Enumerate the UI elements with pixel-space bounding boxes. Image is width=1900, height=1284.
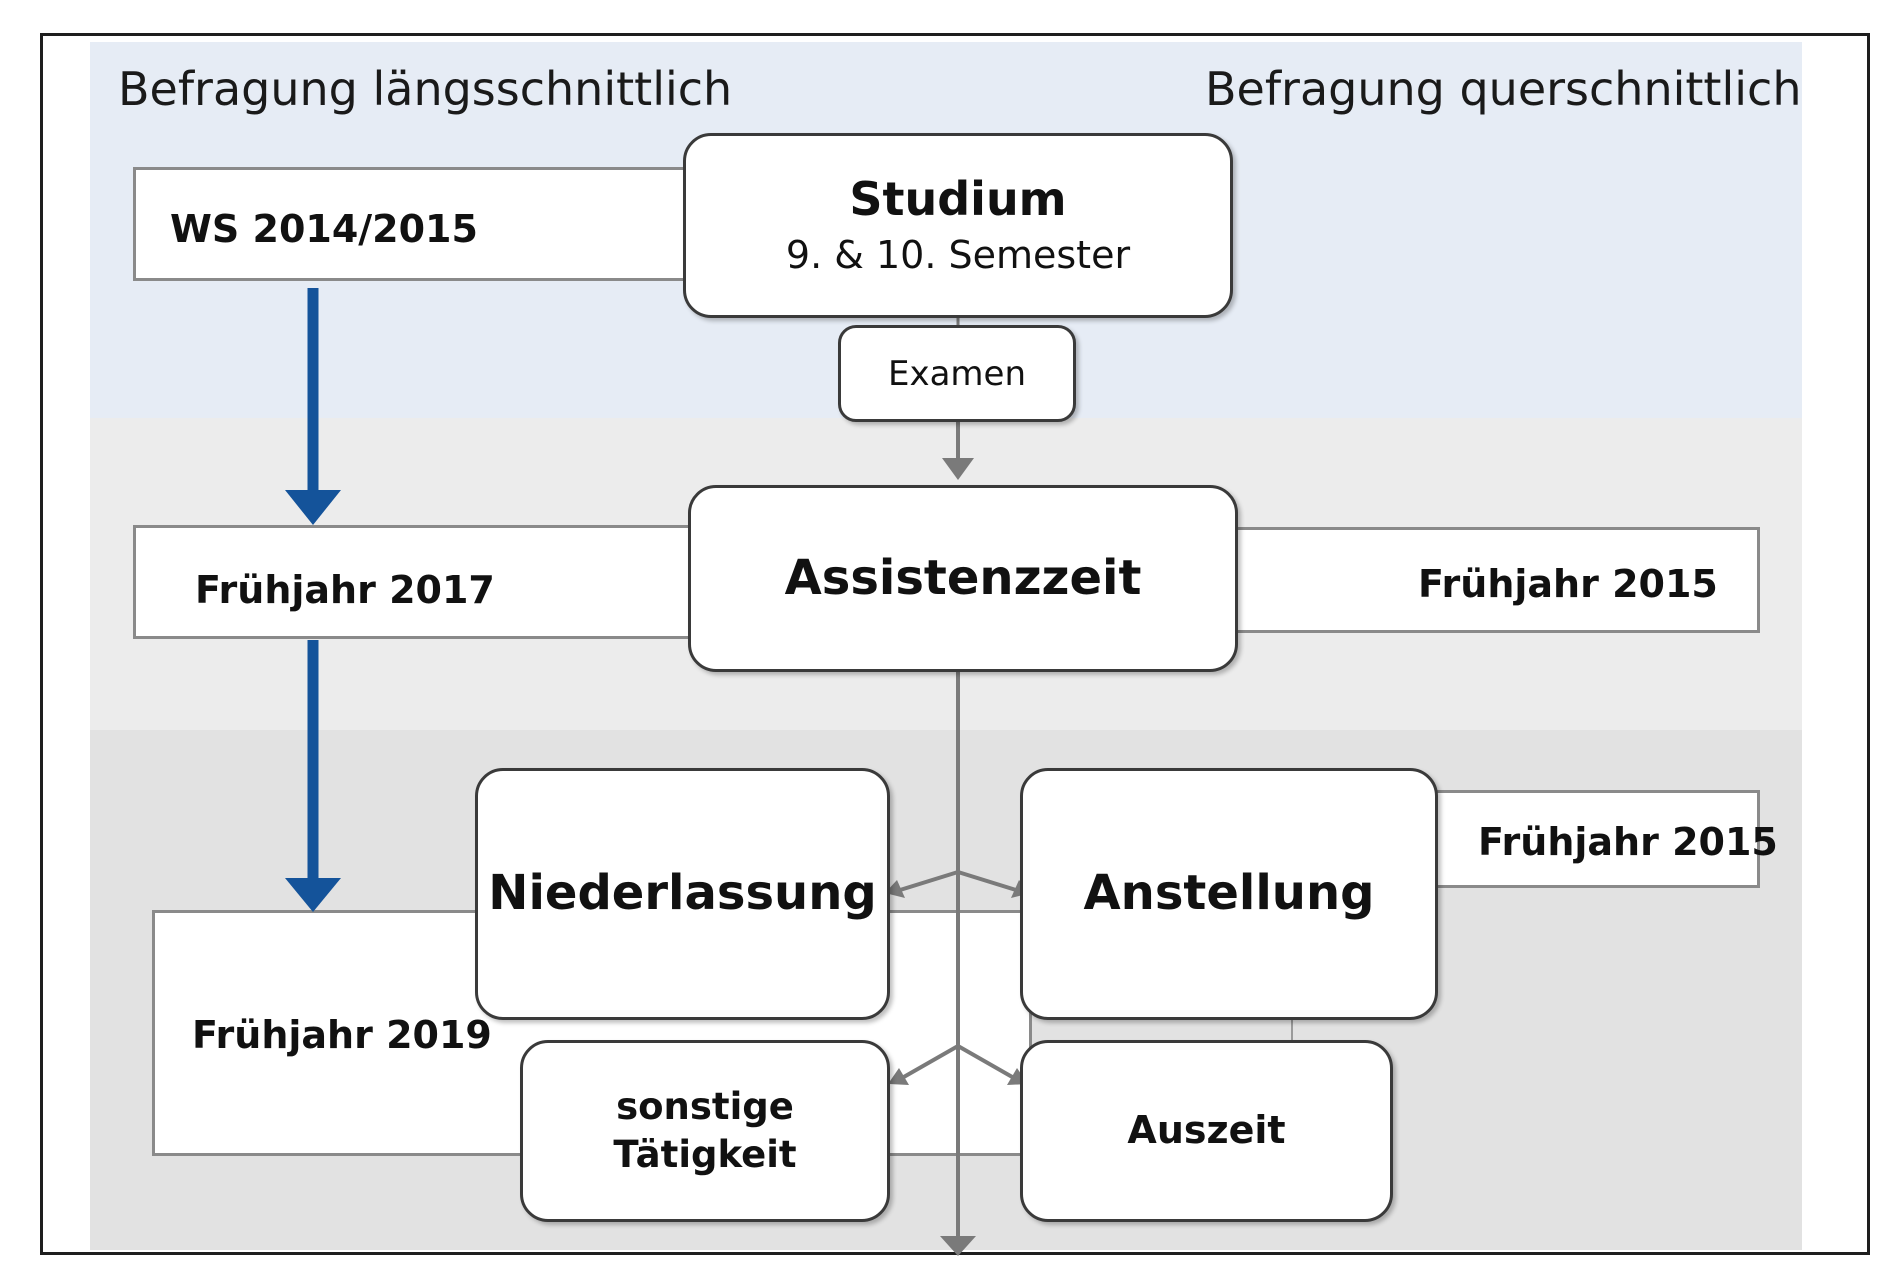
stage-examen: Examen [838, 325, 1076, 422]
stage-studium-sub: 9. & 10. Semester [785, 233, 1131, 278]
wave-label-ws: WS 2014/2015 [170, 207, 478, 251]
stage-examen-label: Examen [887, 353, 1027, 394]
stage-studium-title: Studium [849, 172, 1067, 227]
wave-label-fj2015-anstellung: Frühjahr 2015 [1478, 820, 1778, 864]
wave-label-fj2019: Frühjahr 2019 [192, 1013, 492, 1057]
arrowhead-sonstige [888, 1068, 909, 1085]
blue-arrowhead-2 [285, 878, 341, 912]
arrowhead-niederlassung [885, 880, 905, 898]
header-laengsschnittlich: Befragung längsschnittlich [118, 62, 733, 116]
branch-anstellung [957, 870, 1017, 892]
stage-sonstige-line1: sonstige [616, 1084, 794, 1128]
stage-anstellung: Anstellung [1020, 768, 1438, 1020]
stage-sonstige-line2: Tätigkeit [613, 1133, 797, 1176]
stage-anstellung-label: Anstellung [1083, 865, 1375, 922]
blue-arrowhead-1 [285, 490, 341, 525]
stage-auszeit-label: Auszeit [1127, 1108, 1286, 1153]
arrowhead-main-bottom [940, 1236, 976, 1256]
stage-sonstige-taetigkeit: sonstige Tätigkeit [520, 1040, 890, 1222]
stage-niederlassung-label: Niederlassung [488, 865, 877, 922]
wave-label-fj2015-assist: Frühjahr 2015 [1418, 562, 1718, 606]
branch-auszeit [957, 1044, 1015, 1080]
header-querschnittlich: Befragung querschnittlich [1205, 62, 1802, 116]
stage-studium: Studium 9. & 10. Semester [683, 133, 1233, 318]
wave-box-fj2017 [133, 525, 693, 639]
branch-niederlassung [899, 870, 959, 892]
stage-assistenzzeit: Assistenzzeit [688, 485, 1238, 672]
wave-box-fj2015-assist [1230, 527, 1760, 633]
stage-assistenzzeit-label: Assistenzzeit [784, 549, 1142, 606]
stage-niederlassung: Niederlassung [475, 768, 890, 1020]
stage-auszeit: Auszeit [1020, 1040, 1393, 1222]
wave-label-fj2017: Frühjahr 2017 [195, 568, 495, 612]
arrowhead-assistenzzeit [942, 458, 974, 480]
branch-sonstige [901, 1044, 959, 1080]
